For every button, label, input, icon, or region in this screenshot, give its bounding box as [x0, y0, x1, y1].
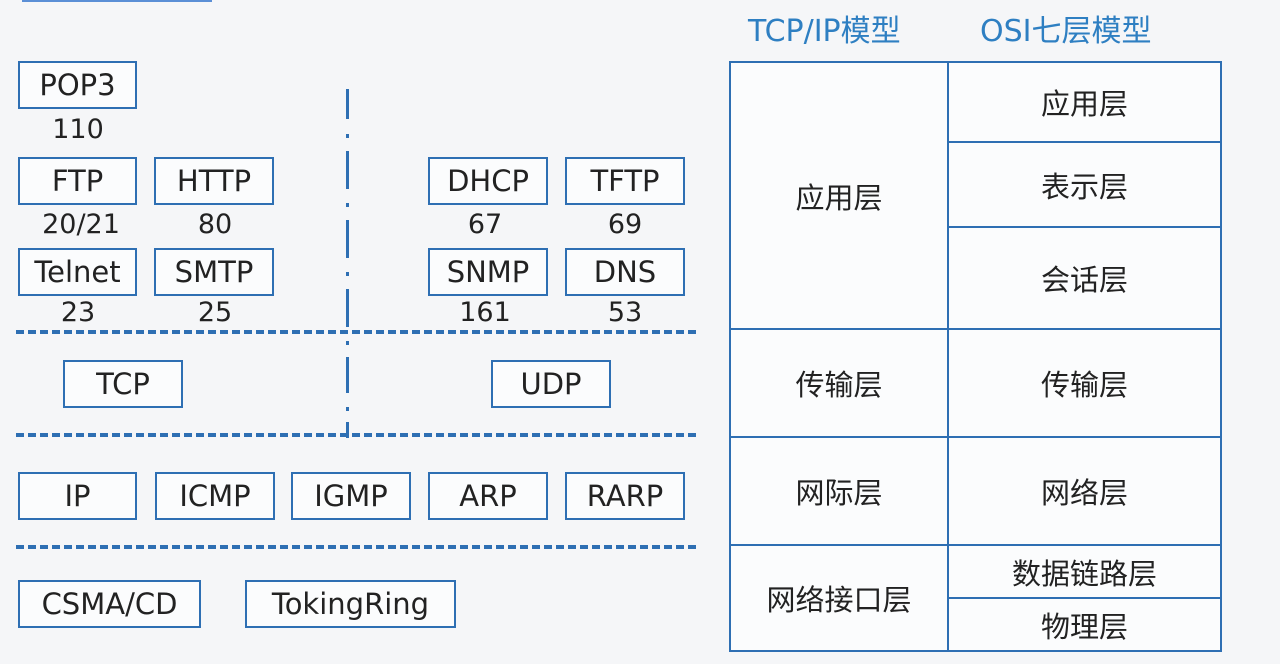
osi-layer-data-link: 数据链路层: [947, 544, 1222, 599]
port-snmp: 161: [459, 297, 511, 328]
port-dhcp: 67: [467, 209, 503, 240]
protocol-tftp: TFTP: [565, 157, 685, 205]
protocol-label: TokingRing: [271, 587, 430, 621]
separator-segment: [346, 357, 349, 393]
port-dns: 53: [607, 297, 643, 328]
protocol-smtp: SMTP: [154, 248, 274, 296]
layer-label: 应用层: [1040, 87, 1128, 121]
protocol-label: ARP: [459, 479, 517, 513]
protocol-label: CSMA/CD: [41, 587, 178, 621]
separator-dot: [346, 407, 349, 411]
protocol-label: Telnet: [34, 255, 121, 289]
separator-segment: [346, 289, 349, 327]
osi-layer-session: 会话层: [947, 226, 1222, 330]
osi-model-heading: OSI七层模型: [980, 14, 1152, 49]
protocol-tcp: TCP: [63, 360, 183, 408]
top-accent-bar: [22, 0, 212, 2]
layer-label: 网络接口层: [766, 583, 912, 617]
tcpip-layer-network-interface: 网络接口层: [729, 544, 949, 652]
separator-segment: [346, 89, 349, 119]
layer-label: 会话层: [1040, 263, 1128, 297]
layer-separator-1: [16, 330, 696, 334]
protocol-telnet: Telnet: [18, 248, 137, 296]
protocol-label: POP3: [39, 68, 116, 102]
protocol-udp: UDP: [491, 360, 611, 408]
osi-layer-physical: 物理层: [947, 597, 1222, 652]
layer-label: 物理层: [1040, 609, 1128, 644]
protocol-label: SNMP: [446, 255, 530, 289]
layer-separator-3: [16, 545, 696, 549]
separator-dot: [346, 203, 349, 207]
protocol-icmp: ICMP: [155, 472, 275, 520]
protocol-snmp: SNMP: [428, 248, 548, 296]
layer-separator-2: [16, 433, 696, 437]
protocol-http: HTTP: [154, 157, 274, 205]
port-pop3: 110: [52, 114, 104, 145]
port-tftp: 69: [607, 209, 643, 240]
layer-label: 表示层: [1040, 169, 1128, 204]
separator-dot: [346, 272, 349, 276]
separator-dot: [346, 341, 349, 345]
protocol-label: TFTP: [590, 164, 660, 198]
protocol-label: IP: [64, 479, 91, 513]
protocol-label: DNS: [593, 255, 657, 289]
protocol-label: TCP: [96, 367, 150, 401]
tcpip-layer-internet: 网际层: [729, 436, 949, 546]
protocol-label: DHCP: [447, 164, 529, 198]
layer-label: 网际层: [795, 476, 883, 510]
osi-layer-network: 网络层: [947, 436, 1222, 546]
separator-segment: [346, 220, 349, 258]
tcpip-model-heading: TCP/IP模型: [748, 14, 901, 49]
protocol-ip: IP: [18, 472, 137, 520]
layer-label: 传输层: [1040, 368, 1128, 402]
protocol-arp: ARP: [428, 472, 548, 520]
port-smtp: 25: [197, 297, 233, 328]
layer-label: 数据链路层: [1011, 556, 1157, 591]
layer-label: 传输层: [795, 368, 883, 402]
protocol-dns: DNS: [565, 248, 685, 296]
protocol-label: ICMP: [179, 479, 251, 513]
osi-layer-presentation: 表示层: [947, 141, 1222, 228]
separator-segment: [346, 422, 349, 438]
separator-dot: [346, 134, 349, 138]
protocol-label: UDP: [520, 367, 582, 401]
protocol-label: FTP: [51, 164, 104, 198]
separator-segment: [346, 151, 349, 189]
protocol-rarp: RARP: [565, 472, 685, 520]
layer-label: 网络层: [1040, 476, 1128, 510]
protocol-label: HTTP: [176, 164, 252, 198]
port-ftp: 20/21: [42, 209, 120, 240]
tcpip-layer-transport: 传输层: [729, 328, 949, 438]
protocol-dhcp: DHCP: [428, 157, 548, 205]
protocol-label: IGMP: [314, 479, 388, 513]
protocol-igmp: IGMP: [291, 472, 411, 520]
port-http: 80: [197, 209, 233, 240]
tcpip-layer-application: 应用层: [729, 61, 949, 330]
protocol-csma-cd: CSMA/CD: [18, 580, 201, 628]
protocol-tokingring: TokingRing: [245, 580, 456, 628]
osi-layer-application: 应用层: [947, 61, 1222, 143]
protocol-label: SMTP: [174, 255, 254, 289]
osi-layer-transport: 传输层: [947, 328, 1222, 438]
protocol-pop3: POP3: [18, 61, 137, 109]
protocol-ftp: FTP: [18, 157, 137, 205]
layer-label: 应用层: [795, 180, 883, 215]
protocol-label: RARP: [586, 479, 664, 513]
port-telnet: 23: [60, 297, 96, 328]
